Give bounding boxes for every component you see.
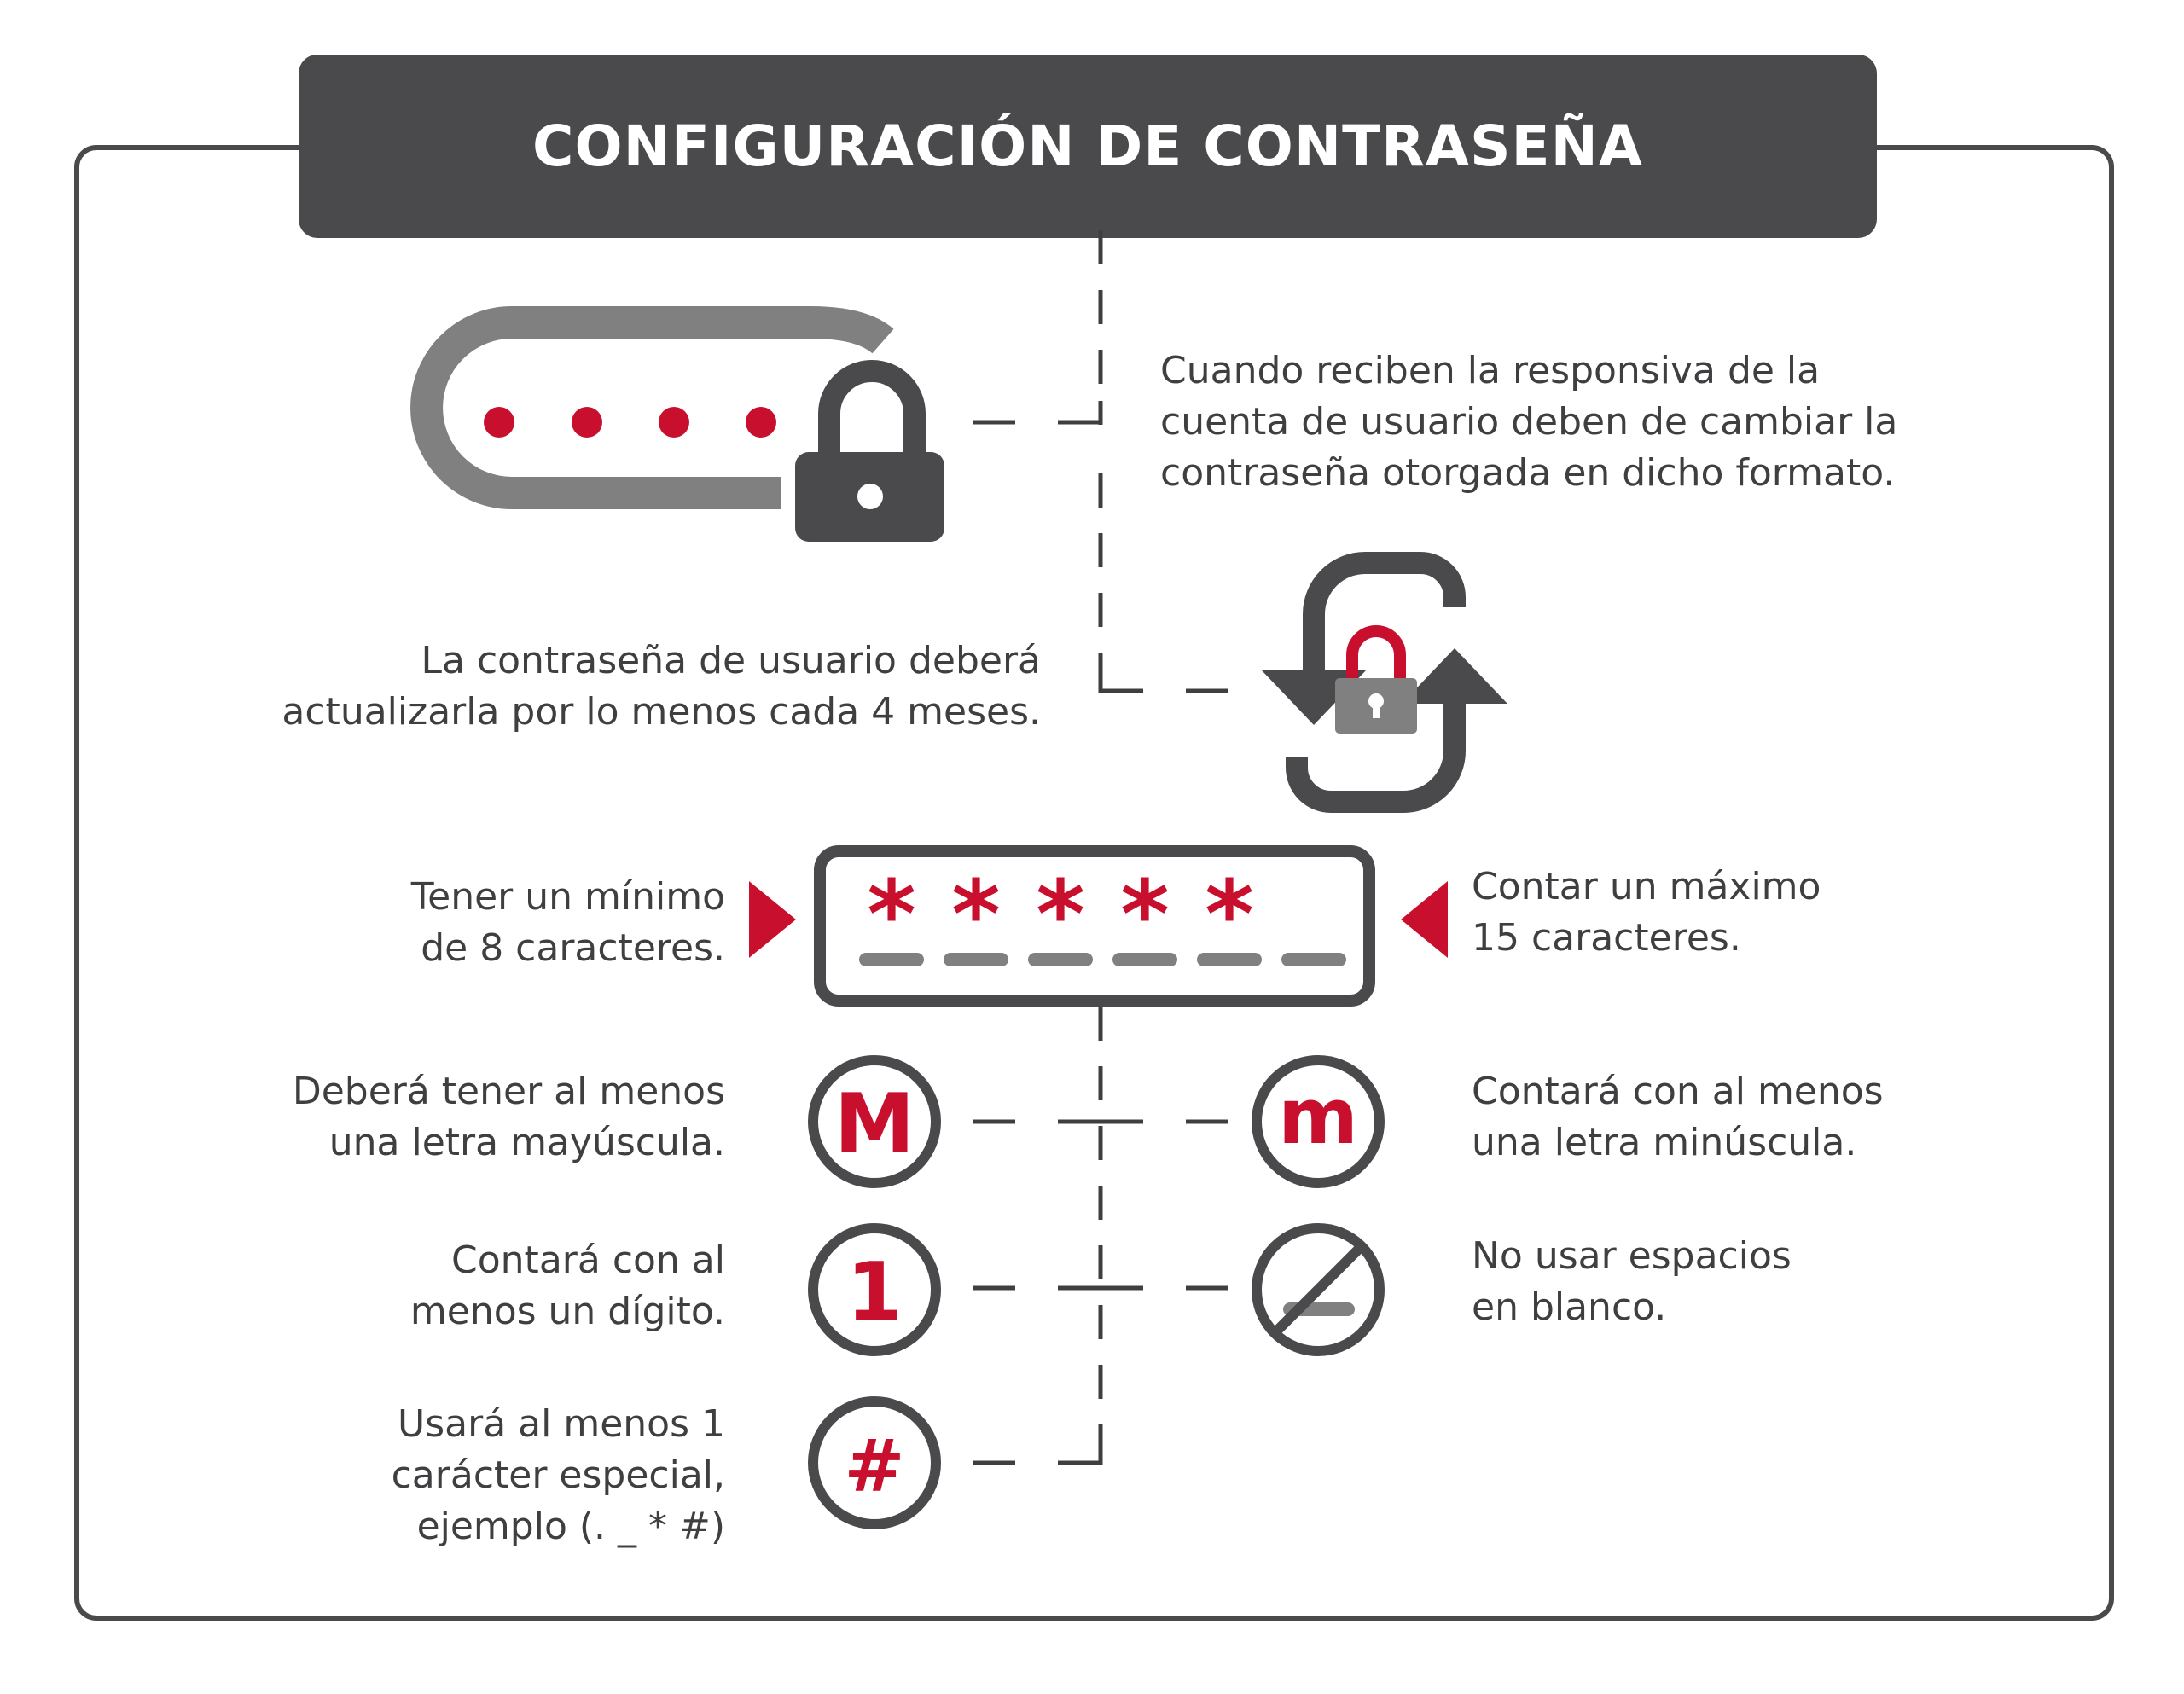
text-update-period: La contraseña de usuario deberá actualiz… bbox=[282, 639, 1041, 734]
lock-icon bbox=[795, 360, 944, 542]
asterisk-4: * bbox=[1120, 860, 1170, 969]
text-min-length: Tener un mínimo de 8 caracteres. bbox=[410, 875, 725, 970]
asterisk-2: * bbox=[951, 860, 1001, 969]
text-change-on-receipt: Cuando reciben la responsiva de la cuent… bbox=[1160, 349, 1898, 495]
text-max-length: Contar un máximo 15 caracteres. bbox=[1472, 865, 1821, 960]
title-banner: CONFIGURACIÓN DE CONTRASEÑA bbox=[299, 55, 1877, 238]
lowercase-icon: m bbox=[1252, 1055, 1385, 1188]
pointer-left-icon bbox=[1401, 881, 1448, 958]
connector-lines bbox=[973, 401, 1228, 1465]
text-no-spaces: No usar espacios en blanco. bbox=[1472, 1234, 1792, 1329]
asterisk-5: * bbox=[1205, 860, 1254, 969]
svg-text:m: m bbox=[1278, 1072, 1358, 1162]
length-field-icon: * * * * * bbox=[814, 845, 1375, 1007]
asterisk-3: * bbox=[1036, 860, 1085, 969]
special-char-icon: # bbox=[808, 1396, 941, 1529]
svg-text:M: M bbox=[834, 1077, 915, 1171]
refresh-lock-icon bbox=[1261, 552, 1507, 813]
password-field-icon bbox=[410, 306, 894, 509]
text-digit: Contará con al menos un dígito. bbox=[410, 1239, 725, 1333]
asterisk-1: * bbox=[867, 860, 916, 969]
pointer-right-icon bbox=[749, 881, 796, 958]
text-uppercase: Deberá tener al menos una letra mayúscul… bbox=[292, 1070, 725, 1164]
uppercase-icon: M bbox=[808, 1055, 941, 1188]
svg-text:#: # bbox=[844, 1424, 904, 1509]
svg-text:1: 1 bbox=[846, 1246, 903, 1340]
text-special-char: Usará al menos 1 carácter especial, ejem… bbox=[391, 1402, 725, 1548]
no-spaces-icon bbox=[1252, 1223, 1385, 1356]
page-title: CONFIGURACIÓN DE CONTRASEÑA bbox=[532, 113, 1643, 179]
digit-icon: 1 bbox=[808, 1223, 941, 1356]
text-lowercase: Contará con al menos una letra minúscula… bbox=[1472, 1070, 1884, 1164]
